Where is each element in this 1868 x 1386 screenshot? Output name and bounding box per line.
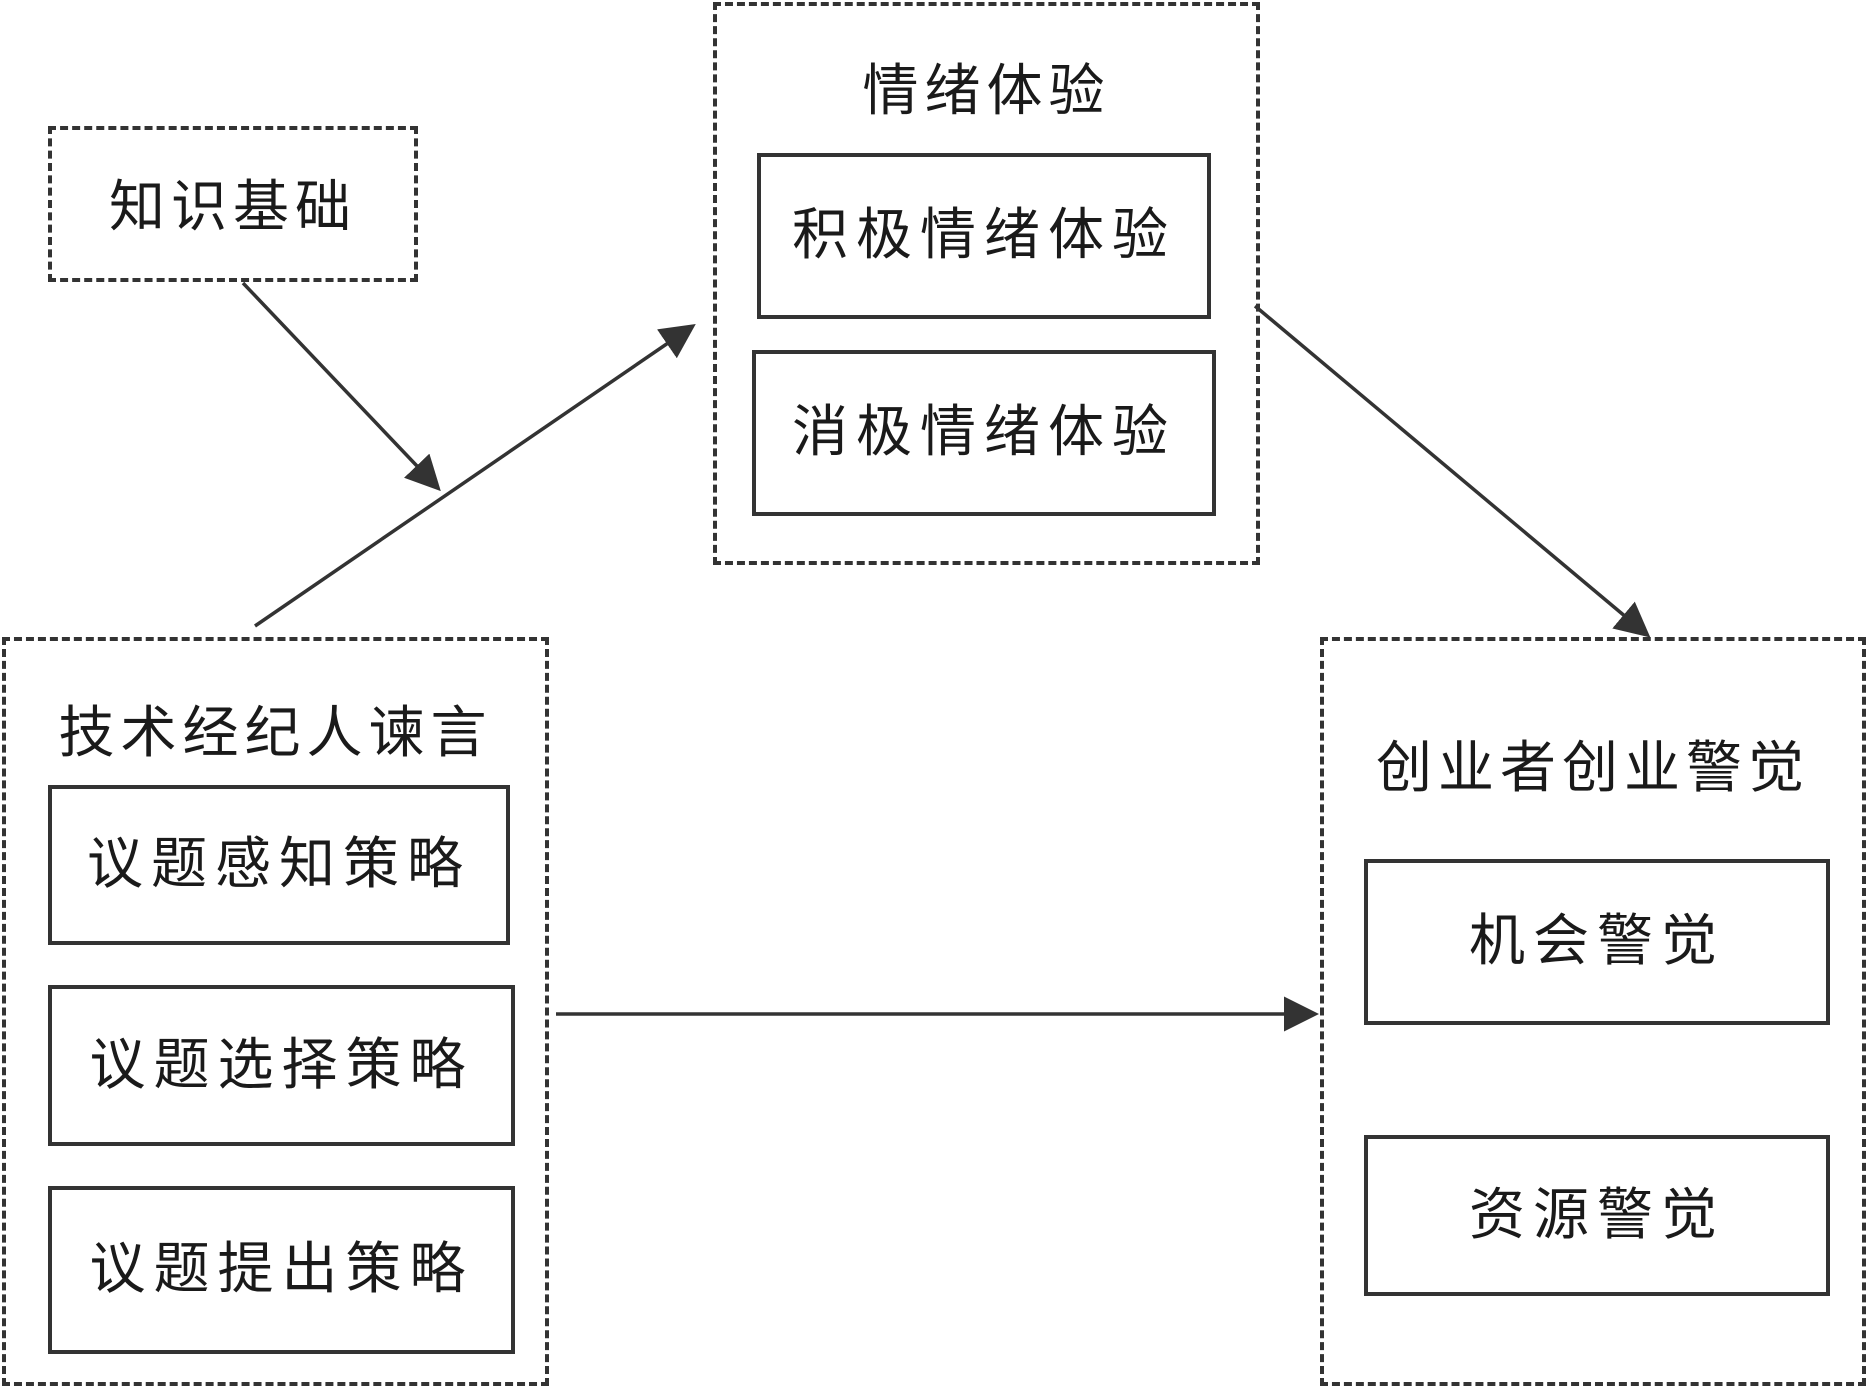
strategy-label-proposal: 议题提出策略 [89, 1237, 474, 1302]
arrow-voice-to-emotion [254, 324, 696, 628]
strategy-box-perception: 议题感知策略 [48, 785, 510, 945]
alertness-group-title: 创业者创业警觉 [1376, 736, 1810, 801]
arrow-knowledge-to-path [241, 281, 441, 492]
broker-voice-group-title: 技术经纪人谏言 [58, 701, 493, 766]
resource-alertness-label: 资源警觉 [1469, 1182, 1725, 1248]
emotion-group-title: 情绪体验 [862, 59, 1111, 124]
positive-emotion-box: 积极情绪体验 [757, 153, 1211, 319]
alertness-group-box: 创业者创业警觉 [1320, 637, 1866, 1386]
negative-emotion-box: 消极情绪体验 [752, 350, 1216, 516]
emotion-group-box: 情绪体验 [713, 2, 1260, 565]
strategy-box-selection: 议题选择策略 [48, 985, 515, 1146]
positive-emotion-label: 积极情绪体验 [792, 203, 1176, 268]
broker-voice-group-box: 技术经纪人谏言 [2, 637, 549, 1386]
knowledge-base-box: 知识基础 [48, 126, 418, 282]
strategy-box-proposal: 议题提出策略 [48, 1186, 515, 1354]
strategy-label-perception: 议题感知策略 [87, 832, 471, 897]
strategy-label-selection: 议题选择策略 [89, 1032, 474, 1098]
resource-alertness-box: 资源警觉 [1364, 1135, 1830, 1296]
arrow-emotion-to-alertness [1253, 304, 1651, 638]
opportunity-alertness-label: 机会警觉 [1469, 909, 1725, 974]
negative-emotion-label: 消极情绪体验 [792, 400, 1176, 465]
opportunity-alertness-box: 机会警觉 [1364, 859, 1830, 1025]
knowledge-base-label: 知识基础 [109, 175, 357, 240]
